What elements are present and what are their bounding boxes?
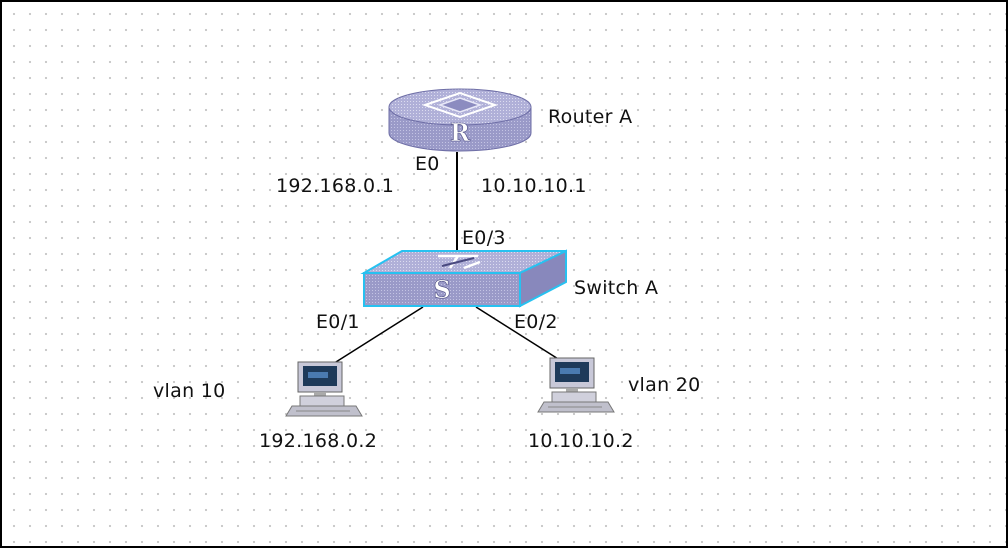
router-name-label: Router A [548,106,633,128]
pc-icon [537,357,615,413]
svg-text:S: S [433,275,450,304]
switch-name-label: Switch A [574,277,659,299]
pc-icon [285,361,363,417]
link-switch-pc-right [475,306,564,363]
switch-uplink-label: E0/3 [462,227,506,249]
router-ip-right-label: 10.10.10.1 [481,175,587,197]
link-switch-pc-left [327,306,424,368]
router-port-label: E0 [415,153,440,175]
pc-right-ip-label: 10.10.10.2 [528,430,634,452]
router-ip-left-label: 192.168.0.1 [276,175,395,197]
router-icon: R [388,88,532,152]
vlan-left-label: vlan 10 [153,380,226,402]
vlan-right-label: vlan 20 [628,374,701,396]
switch-icon: S [360,249,567,308]
svg-text:R: R [450,118,471,147]
pc-left-ip-label: 192.168.0.2 [259,430,378,452]
switch-port-right-label: E0/2 [514,311,558,333]
switch-port-left-label: E0/1 [316,311,360,333]
